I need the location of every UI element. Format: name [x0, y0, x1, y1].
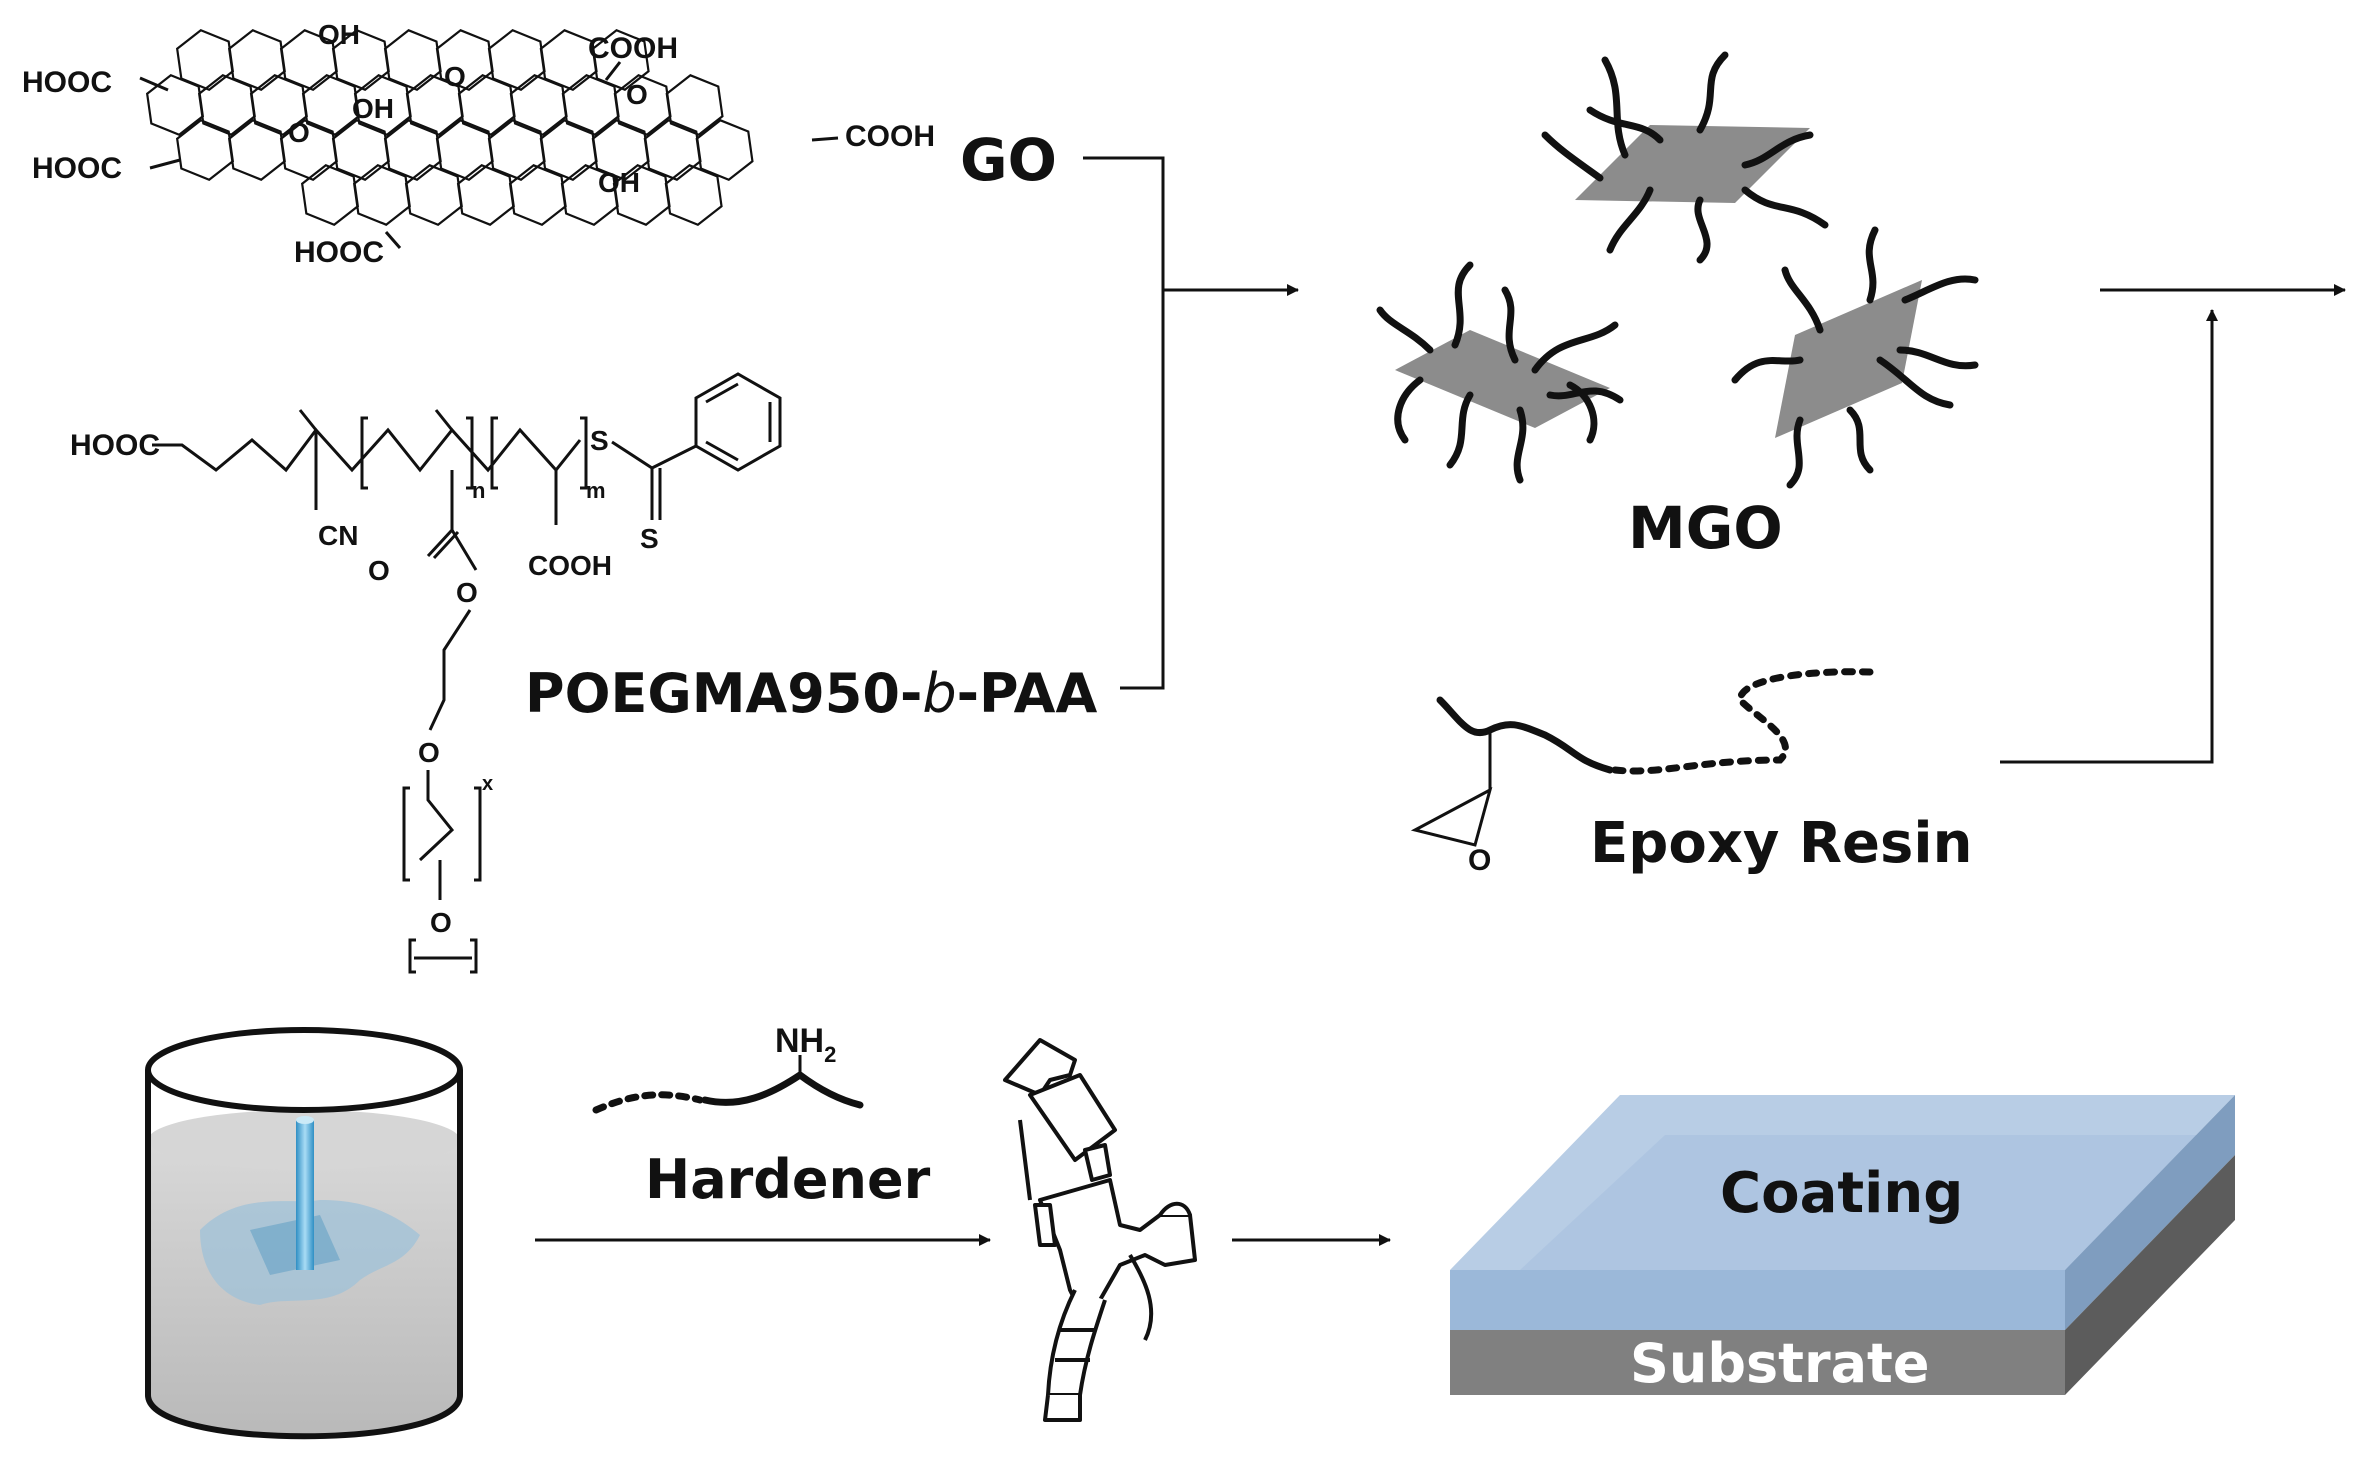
go-epoxy-o-1: O [444, 61, 466, 92]
go-epoxy-o-2: O [288, 117, 310, 148]
mgo-label: MGO [1628, 494, 1783, 562]
go-hexagon [435, 119, 494, 181]
go-oh-1: OH [318, 19, 360, 50]
poly-o-ester: O [456, 577, 478, 608]
poly-x: x [482, 773, 493, 795]
substrate-label: Substrate [1630, 1332, 1929, 1395]
poly-o-carbonyl: O [368, 555, 390, 586]
go-hexagon [175, 29, 235, 91]
poly-cn: CN [318, 520, 358, 551]
stirring-beaker-icon [145, 1027, 463, 1440]
mgo-cluster [1376, 51, 1979, 489]
poly-cooh: COOH [528, 550, 612, 581]
go-hexagon [487, 119, 546, 181]
go-hexagon [175, 119, 235, 181]
go-hexagon [664, 164, 723, 226]
go-hexagon-lattice [145, 29, 754, 226]
copolymer-label-end: -PAA [957, 662, 1098, 725]
epoxy-chain-dotted [1611, 668, 1874, 775]
coated-substrate-block [1450, 1095, 2235, 1395]
go-cooh-right: COOH [845, 120, 935, 153]
go-hexagon [665, 74, 724, 136]
mgo-sheet-right [1731, 226, 1979, 489]
go-hexagon [383, 29, 442, 91]
go-hexagon [352, 164, 411, 226]
go-hexagon [695, 119, 754, 181]
poly-n: n [472, 478, 485, 503]
go-hexagon [457, 74, 516, 136]
nh2-label: NH2 [775, 1022, 836, 1067]
go-oh-2: OH [352, 93, 394, 124]
copolymer-label: POEGMA950-b-PAA [525, 662, 1097, 725]
go-hexagon [509, 74, 568, 136]
go-hexagon [145, 74, 205, 136]
mgo-sheet-top [1541, 51, 1829, 264]
amine-chain-icon: NH2 [592, 1022, 864, 1114]
graphene-oxide-structure: COOH COOH HOOC HOOC HOOC OH OH OH O O O [22, 19, 935, 269]
epoxy-chain-solid [1436, 696, 1614, 774]
go-label: GO [960, 126, 1057, 194]
go-hexagon [539, 119, 598, 181]
poly-o-ether: O [418, 737, 440, 768]
go-hexagon [331, 119, 390, 181]
poly-m: m [586, 478, 606, 503]
merge-connector [1083, 156, 1299, 690]
go-hooc-3: HOOC [294, 236, 384, 269]
go-hexagon [404, 164, 463, 226]
coating-label: Coating [1720, 1161, 1963, 1226]
poly-s2: S [640, 523, 659, 554]
poly-hooc: HOOC [70, 429, 160, 462]
go-epoxy-o-3: O [626, 79, 648, 110]
go-hexagon [383, 119, 442, 181]
arrow-epoxy-in [2000, 309, 2218, 764]
copolymer-label-main: POEGMA950- [525, 662, 922, 725]
hardener-label: Hardener [645, 1148, 931, 1211]
go-hexagon [456, 164, 515, 226]
go-hexagon [197, 74, 256, 136]
epoxy-o: O [1468, 844, 1491, 877]
go-hexagon [227, 119, 286, 181]
epoxy-resin-structure: O [1410, 668, 1874, 877]
poly-o-end: O [430, 907, 452, 938]
epoxy-label: Epoxy Resin [1590, 811, 1972, 876]
go-hooc-1: HOOC [22, 66, 112, 99]
go-hexagon [561, 74, 620, 136]
go-hexagon [508, 164, 567, 226]
go-hexagon [300, 164, 360, 226]
go-cooh-top: COOH [588, 32, 678, 65]
poly-s1: S [590, 425, 609, 456]
go-hexagon [643, 119, 702, 181]
spray-gun-icon [1003, 1038, 1197, 1422]
copolymer-label-italic: b [922, 662, 956, 725]
go-oh-3: OH [598, 167, 640, 198]
mgo-sheet-left [1376, 261, 1624, 484]
go-hexagon [487, 29, 546, 91]
go-hexagon [227, 29, 286, 91]
go-hooc-2: HOOC [32, 152, 122, 185]
copolymer-structure: HOOC n m CN O O O x O COOH S S [70, 372, 782, 974]
